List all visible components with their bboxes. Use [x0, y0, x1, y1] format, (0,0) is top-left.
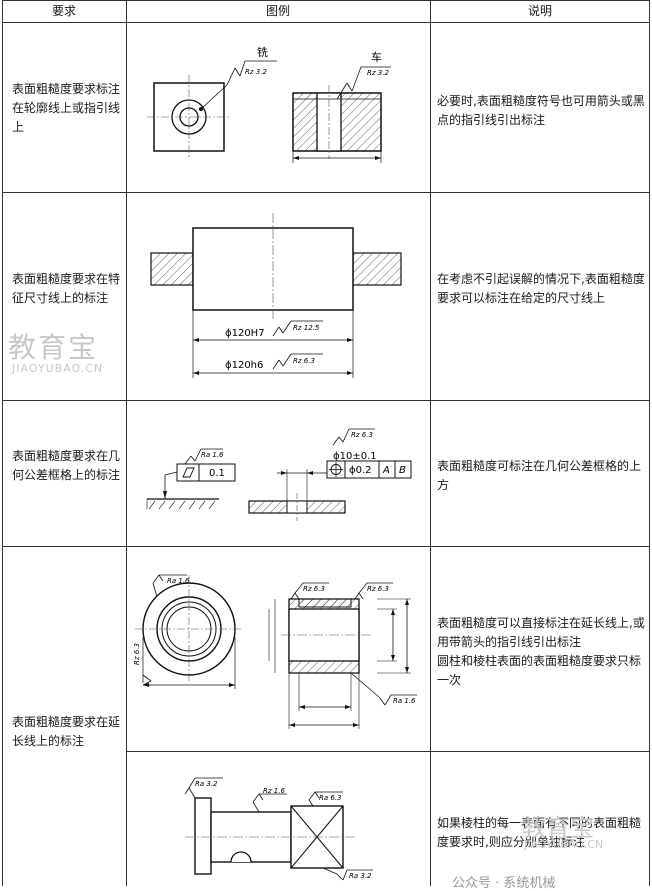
- row4-explanation: 表面粗糙度可以直接标注在延长线上,或用带箭头的指引线引出标注 圆柱和棱柱表面的表…: [437, 616, 645, 687]
- figure-row5: Ra 3.2 Rz 1.6 Ra 6.3 Ra 3.2: [184, 777, 373, 881]
- figure-row3: 0.1 Ra 1.6 ϕ10±0.1 ϕ0.2 A B Rz 6.3: [146, 428, 412, 521]
- fig3-tol1: 0.1: [209, 468, 225, 479]
- row-divider-1: [2, 192, 650, 193]
- table-right-border: [649, 0, 650, 886]
- fig1-label-turn: 车: [371, 50, 382, 64]
- fig4-value2: Rz 6.3: [133, 643, 141, 665]
- column-divider-2: [430, 0, 431, 886]
- fig2-dim2: ϕ120h6: [225, 360, 263, 371]
- fig5-value2: Rz 1.6: [263, 787, 285, 795]
- fig3-datum-b: B: [399, 465, 406, 476]
- row1-explanation: 必要时,表面粗糙度符号也可用箭头或黑点的指引线引出标注: [437, 94, 645, 127]
- row-divider-3: [2, 546, 650, 547]
- header-requirement: 要求: [51, 4, 76, 18]
- figure-row1: 铣 Rz 3.2 车 Rz 3.2: [147, 45, 391, 163]
- watermark-logo-1: 教育宝: [8, 331, 99, 364]
- figure-row2: ϕ120H7 Rz 12.5 ϕ120h6 Rz 6.3: [150, 213, 402, 378]
- row2-explanation: 在考虑不引起误解的情况下,表面粗糙度要求可以标注在给定的尺寸线上: [437, 272, 645, 305]
- fig4-value4: Rz 6.3: [367, 585, 389, 593]
- row1-requirement: 表面粗糙度要求标注在轮廓线上或指引线上: [12, 82, 121, 134]
- fig5-value1: Ra 3.2: [195, 780, 218, 788]
- fig5-value3: Ra 6.3: [319, 794, 342, 802]
- row5-explanation: 如果棱柱的每一表面有不同的表面粗糙度要求时,则应分别单独标注: [437, 816, 642, 849]
- fig5-value4: Ra 3.2: [349, 872, 372, 880]
- figure-row4: Ra 1.6 Rz 6.3 Rz 6.3 Rz 6.3 Ra 1.6: [133, 574, 417, 729]
- header-figure: 图例: [265, 4, 290, 18]
- watermark-url-1: JIAOYUBAO.CN: [12, 362, 104, 375]
- row2-requirement: 表面粗糙度要求在特征尺寸线上的标注: [12, 272, 121, 305]
- subrow-divider: [126, 751, 650, 752]
- row-divider-2: [2, 400, 650, 401]
- watermark-account: 公众号 · 系统机械: [452, 876, 556, 891]
- fig3-datum-a: A: [382, 465, 390, 476]
- fig2-value2: Rz 6.3: [293, 357, 315, 365]
- row4-requirement: 表面粗糙度要求在延长线上的标注: [12, 715, 121, 748]
- fig2-dim1: ϕ120H7: [225, 328, 265, 339]
- watermark-logo-2: 教育宝: [522, 814, 594, 842]
- fig4-value1: Ra 1.6: [167, 577, 190, 585]
- fig3-value2: Rz 6.3: [351, 431, 373, 439]
- fig4-value3: Rz 6.3: [303, 585, 325, 593]
- column-divider-1: [126, 0, 127, 886]
- row3-explanation: 表面粗糙度可标注在几何公差框格的上方: [437, 459, 642, 492]
- fig1-label-mill: 铣: [257, 45, 268, 59]
- watermark-url-2: JIAOYUBAO.CN: [524, 838, 604, 851]
- fig1-value-turn: Rz 3.2: [367, 69, 389, 77]
- fig2-value1: Rz 12.5: [293, 324, 320, 332]
- fig3-dim: ϕ10±0.1: [333, 451, 377, 462]
- fig4-value5: Ra 1.6: [393, 697, 416, 705]
- row3-requirement: 表面粗糙度要求在几何公差框格上的标注: [12, 449, 121, 482]
- fig3-tol2: ϕ0.2: [349, 465, 372, 476]
- table-top-border: [2, 0, 650, 1]
- header-explanation: 说明: [527, 4, 552, 18]
- fig1-value-mill: Rz 3.2: [245, 68, 267, 76]
- header-divider: [2, 22, 650, 23]
- fig3-value1: Ra 1.6: [201, 451, 224, 459]
- table-left-border: [2, 0, 3, 886]
